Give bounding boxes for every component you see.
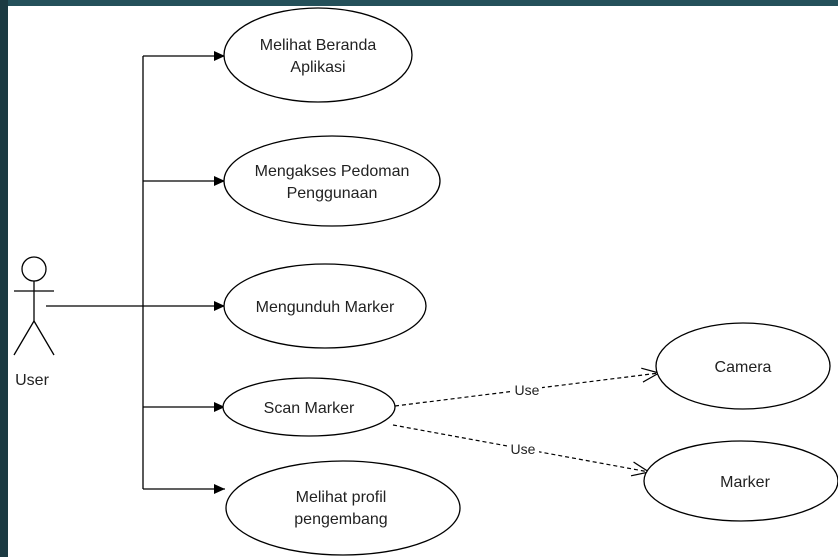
use-label-camera: Use [515, 382, 540, 398]
use-case-uc1-line1: Melihat Beranda [260, 37, 377, 54]
use-case-uc7[interactable]: Marker [643, 440, 838, 522]
use-case-uc6-line1: Camera [715, 359, 772, 376]
frame-border-top [0, 0, 838, 6]
actor-left-leg [13, 320, 35, 356]
use-case-uc4[interactable]: Scan Marker [222, 377, 396, 437]
use-case-uc5-line1: Melihat profil [296, 489, 387, 506]
use-case-uc1-line2: Aplikasi [290, 59, 345, 76]
use-case-uc2-line1: Mengakses Pedoman [255, 163, 410, 180]
use-relation-marker [392, 424, 651, 477]
use-label-marker: Use [511, 441, 536, 457]
actor-head [21, 256, 47, 282]
associations [46, 51, 225, 494]
use-label-bg-2 [507, 440, 539, 456]
actor-right-leg [33, 320, 55, 356]
use-case-uc6[interactable]: Camera [655, 322, 831, 410]
use-label-bg-1 [510, 381, 542, 397]
use-case-uc4-line1: Scan Marker [264, 400, 355, 417]
use-case-uc2[interactable]: Mengakses Pedoman Penggunaan [223, 135, 441, 227]
use-case-uc5[interactable]: Melihat profil pengembang [225, 460, 461, 556]
use-case-uc3-line1: Mengunduh Marker [256, 299, 395, 316]
frame-border-left [0, 0, 8, 557]
use-case-uc1[interactable]: Melihat Beranda Aplikasi [223, 7, 413, 103]
actor-user[interactable]: User [13, 256, 55, 389]
use-case-uc5-line2: pengembang [294, 511, 387, 528]
use-case-uc7-line1: Marker [720, 474, 770, 491]
actor-label: User [15, 372, 49, 389]
use-case-uc3[interactable]: Mengunduh Marker [223, 263, 427, 349]
use-case-uc2-line2: Penggunaan [287, 185, 378, 202]
